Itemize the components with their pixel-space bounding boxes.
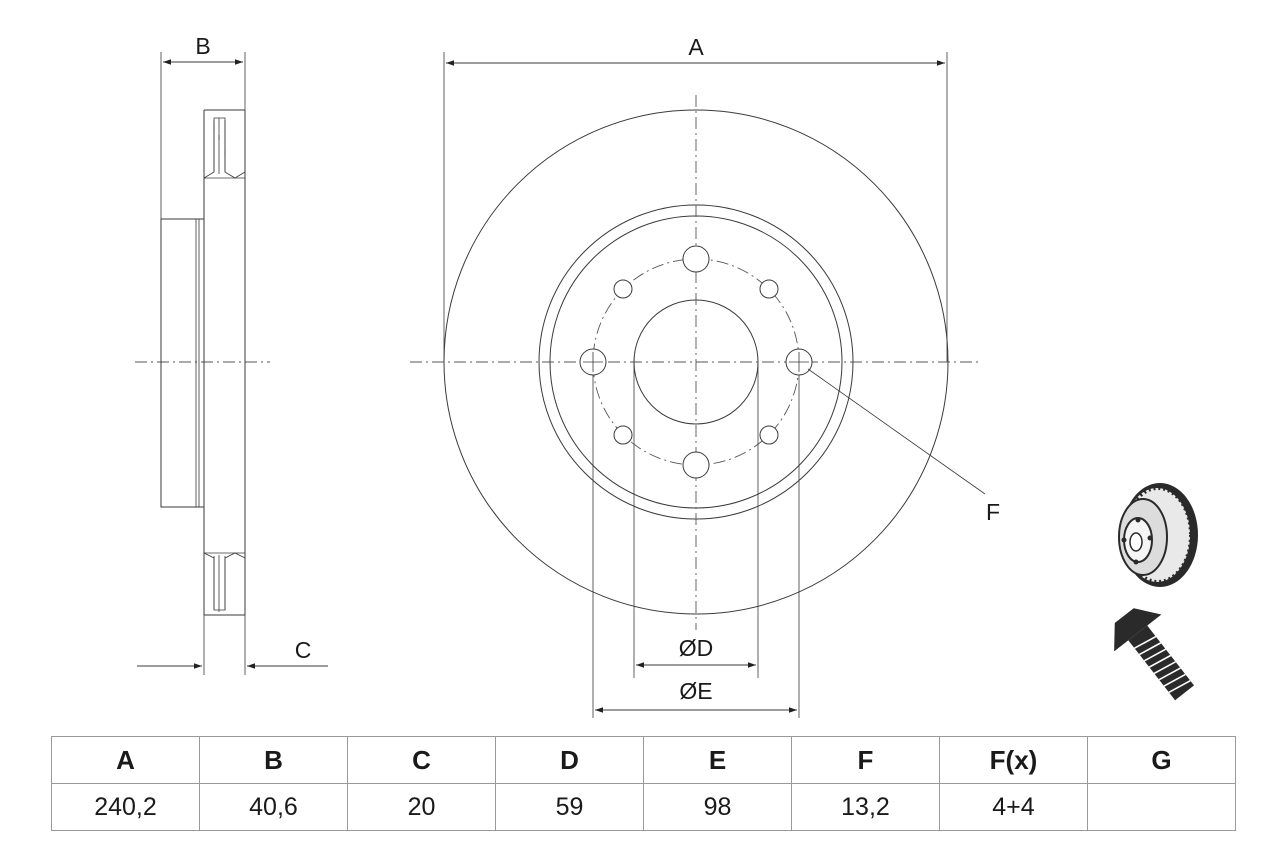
header-cell-fx: F(x)	[939, 736, 1088, 784]
value-cell-c: 20	[347, 783, 496, 831]
screw-hole	[613, 425, 633, 445]
header-cell-b: B	[199, 736, 348, 784]
screw-icon	[1114, 608, 1195, 701]
screw-hole	[613, 279, 633, 299]
dim-b-label: B	[195, 33, 210, 59]
technical-drawing: B C A	[135, 33, 1198, 718]
value-cell-b: 40,6	[199, 783, 348, 831]
front-view: A ØD	[410, 34, 1000, 718]
dim-f-label: F	[986, 499, 1000, 525]
screw-hole	[759, 425, 779, 445]
header-cell-a: A	[51, 736, 200, 784]
table-header-row: A B C D E F F(x) G	[51, 736, 1236, 784]
side-view: B C	[135, 33, 328, 675]
value-cell-g	[1087, 783, 1236, 831]
bolt-hole	[682, 451, 710, 479]
spec-table: A B C D E F F(x) G 240,2 40,6 20 59 98 1…	[51, 736, 1236, 831]
value-cell-d: 59	[495, 783, 644, 831]
dim-c-label: C	[295, 637, 312, 663]
value-cell-fx: 4+4	[939, 783, 1088, 831]
header-cell-d: D	[495, 736, 644, 784]
value-cell-a: 240,2	[51, 783, 200, 831]
header-cell-c: C	[347, 736, 496, 784]
screw-hole	[759, 279, 779, 299]
table-value-row: 240,2 40,6 20 59 98 13,2 4+4	[51, 783, 1236, 831]
header-cell-f: F	[791, 736, 940, 784]
header-cell-g: G	[1087, 736, 1236, 784]
bolt-hole	[682, 245, 710, 273]
header-cell-e: E	[643, 736, 792, 784]
dim-a-label: A	[688, 34, 704, 60]
dim-e-label: ØE	[679, 678, 712, 704]
dim-d-label: ØD	[679, 635, 714, 661]
brake-disc-icon	[1118, 483, 1198, 587]
value-cell-f: 13,2	[791, 783, 940, 831]
value-cell-e: 98	[643, 783, 792, 831]
